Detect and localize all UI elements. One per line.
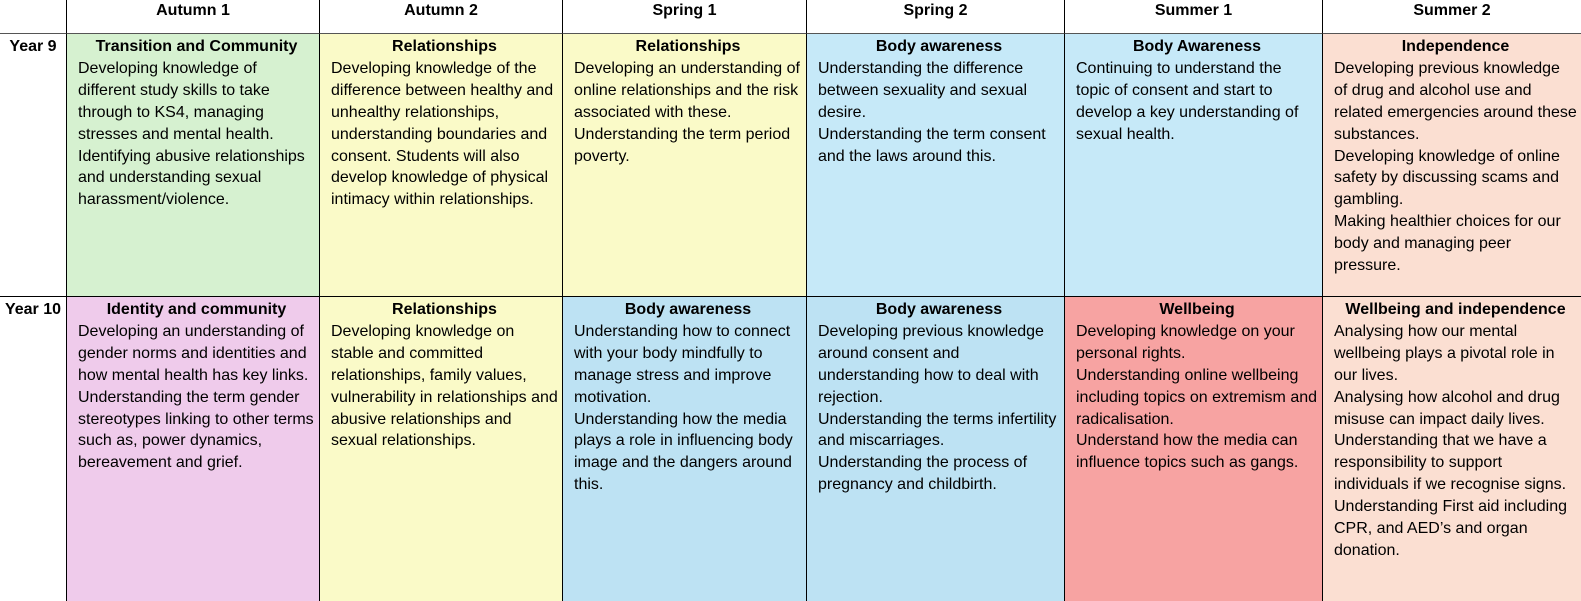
cell-paragraph: Making healthier choices for our body an… (1334, 213, 1561, 275)
cell-title: Transition and Community (95, 38, 298, 55)
table-cell-y9-spring-1: Relationships Developing an understandin… (563, 34, 807, 297)
column-header-autumn-2: Autumn 2 (320, 0, 563, 34)
table-cell-y10-spring-2: Body awareness Developing previous knowl… (807, 297, 1065, 601)
cell-paragraph: Developing previous knowledge of drug an… (1334, 59, 1577, 143)
cell-title: Relationships (635, 38, 741, 55)
column-header-spring-2: Spring 2 (807, 0, 1065, 34)
cell-paragraph: Developing knowledge of different study … (78, 59, 274, 143)
cell-paragraph: Understanding the terms infertility and … (818, 410, 1057, 450)
cell-paragraph: Developing an understanding of online re… (574, 59, 800, 121)
cell-paragraph: Developing previous knowledge around con… (818, 322, 1044, 406)
cell-paragraph: Understand how the media can influence t… (1076, 432, 1299, 472)
cell-paragraph: Understanding online wellbeing including… (1076, 366, 1318, 428)
table-cell-y9-autumn-1: Transition and Community Developing know… (67, 34, 320, 297)
column-header-summer-1: Summer 1 (1065, 0, 1323, 34)
cell-paragraph: Understanding the process of pregnancy a… (818, 454, 1028, 494)
cell-paragraph: Developing knowledge on stable and commi… (331, 322, 558, 450)
cell-title: Identity and community (106, 301, 287, 318)
table-cell-y10-summer-2: Wellbeing and independence Analysing how… (1323, 297, 1581, 601)
cell-paragraph: Understanding the term consent and the l… (818, 125, 1046, 165)
cell-title: Body awareness (875, 301, 1003, 318)
cell-title: Body Awareness (1132, 38, 1262, 55)
cell-title: Body awareness (624, 301, 752, 318)
cell-paragraph: Identifying abusive relationships and un… (78, 147, 305, 209)
cell-paragraph: Analysing how alcohol and drug misuse ca… (1334, 388, 1567, 494)
column-header-summer-2: Summer 2 (1323, 0, 1581, 34)
table-cell-y10-autumn-1: Identity and community Developing an und… (67, 297, 320, 601)
cell-paragraph: Understanding how the media plays a role… (574, 410, 793, 494)
cell-paragraph: Developing knowledge on your personal ri… (1076, 322, 1295, 362)
cell-paragraph: Understanding the difference between sex… (818, 59, 1028, 121)
column-header-autumn-1: Autumn 1 (67, 0, 320, 34)
table-cell-y10-autumn-2: Relationships Developing knowledge on st… (320, 297, 563, 601)
cell-paragraph: Developing an understanding of gender no… (78, 322, 309, 384)
cell-title: Wellbeing and independence (1345, 301, 1566, 318)
cell-paragraph: Understanding the term period poverty. (574, 125, 791, 165)
cell-paragraph: Analysing how our mental wellbeing plays… (1334, 322, 1555, 384)
row-label-year-9: Year 9 (0, 34, 67, 297)
table-cell-y9-spring-2: Body awareness Understanding the differe… (807, 34, 1065, 297)
cell-title: Independence (1401, 38, 1510, 55)
cell-paragraph: Understanding First aid including CPR, a… (1334, 498, 1568, 559)
table-cell-y9-summer-1: Body Awareness Continuing to understand … (1065, 34, 1323, 297)
row-label-year-10: Year 10 (0, 297, 67, 601)
table-cell-y9-summer-2: Independence Developing previous knowled… (1323, 34, 1581, 297)
cell-title: Wellbeing (1159, 301, 1235, 318)
cell-title: Relationships (392, 301, 497, 318)
cell-title: Body awareness (875, 38, 1003, 55)
corner-header (0, 0, 67, 34)
table-cell-y9-autumn-2: Relationships Developing knowledge of th… (320, 34, 563, 297)
cell-paragraph: Developing knowledge of the difference b… (331, 59, 554, 209)
column-header-spring-1: Spring 1 (563, 0, 807, 34)
cell-paragraph: Developing knowledge of online safety by… (1334, 147, 1560, 209)
table-cell-y10-spring-1: Body awareness Understanding how to conn… (563, 297, 807, 601)
cell-title: Relationships (392, 38, 497, 55)
table-cell-y10-summer-1: Wellbeing Developing knowledge on your p… (1065, 297, 1323, 601)
cell-paragraph: Understanding how to connect with your b… (574, 322, 791, 406)
cell-paragraph: Understanding the term gender stereotype… (78, 388, 314, 472)
cell-paragraph: Continuing to understand the topic of co… (1076, 59, 1299, 143)
